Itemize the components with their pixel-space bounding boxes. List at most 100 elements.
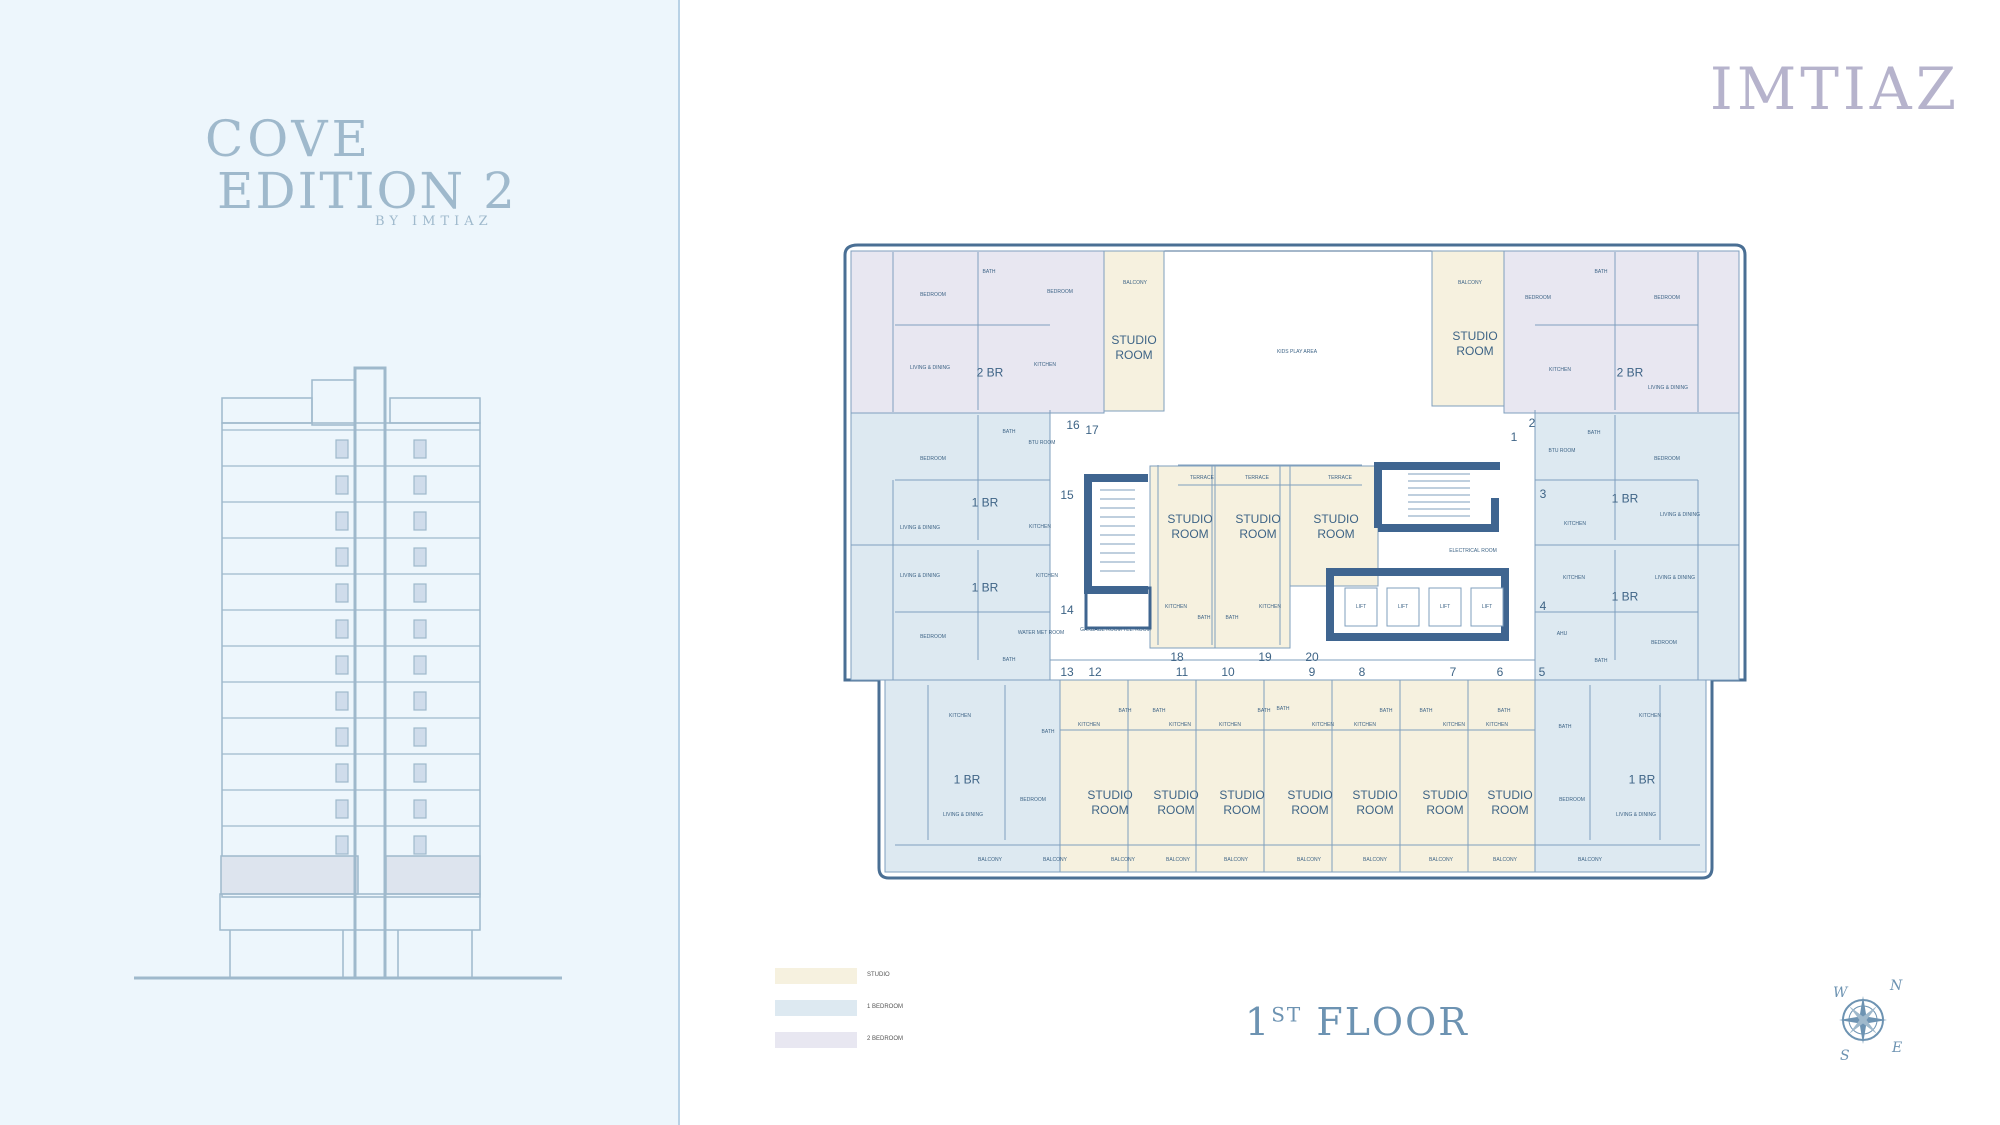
legend-label: STUDIO (867, 972, 890, 978)
floor-word: FLOOR (1316, 1000, 1469, 1044)
unit-label-studio: STUDIO ROOM (1235, 512, 1281, 541)
legend-swatch (775, 1032, 857, 1048)
unit-number-4: 4 (1539, 599, 1547, 613)
logo-line-2: EDITION 2 (217, 162, 517, 220)
room-water-meter: WATER MET ROOM (1017, 630, 1065, 636)
room-living-dining: LIVING & DINING (1659, 512, 1701, 518)
imtiaz-brand-logo: IMTIAZ (1709, 55, 1960, 123)
unit-number-1: 1 (1510, 430, 1518, 444)
compass-n: N (1890, 978, 1903, 994)
legend-label: 2 BEDROOM (867, 1036, 904, 1042)
room-bath: BATH (1002, 429, 1016, 435)
room-bath: BATH (1041, 729, 1055, 735)
room-kitchen: KITCHEN (1078, 722, 1100, 728)
unit-number-7: 7 (1449, 665, 1457, 679)
room-living-dining: LIVING & DINING (899, 573, 941, 579)
room-kids-play: KIDS PLAY AREA (1276, 349, 1318, 355)
room-btu: BTU ROOM (1028, 440, 1056, 446)
room-kitchen: KITCHEN (1563, 575, 1585, 581)
unit-number-17: 17 (1085, 423, 1099, 437)
unit-number-20: 20 (1305, 650, 1319, 664)
room-bath: BATH (1379, 708, 1393, 714)
room-living-dining: LIVING & DINING (899, 525, 941, 531)
room-btu: BTU ROOM (1548, 448, 1576, 454)
room-terrace: TERRACE (1190, 475, 1214, 481)
room-kitchen: KITCHEN (1564, 521, 1586, 527)
room-garbage: GARBAGE ROOM (1080, 627, 1122, 633)
room-bedroom: BEDROOM (1020, 797, 1046, 803)
room-balcony: BALCONY (1458, 280, 1482, 286)
room-bath: BATH (1594, 658, 1608, 664)
room-balcony: BALCONY (1224, 857, 1248, 863)
unit-label-1br: 1 BR (971, 495, 999, 510)
room-kitchen: KITCHEN (1034, 362, 1056, 368)
room-kitchen: KITCHEN (1165, 604, 1187, 610)
room-balcony: BALCONY (1363, 857, 1387, 863)
room-bedroom: BEDROOM (1654, 456, 1680, 462)
room-lift: LIFT (1355, 604, 1367, 610)
room-ahu: AHU (1556, 631, 1568, 637)
room-balcony: BALCONY (1493, 857, 1517, 863)
room-bath: BATH (1118, 708, 1132, 714)
room-bedroom: BEDROOM (1559, 797, 1585, 803)
room-bath: BATH (1497, 708, 1511, 714)
floor-suffix: ST (1271, 1002, 1303, 1027)
unit-number-10: 10 (1221, 665, 1235, 679)
room-balcony: BALCONY (1297, 857, 1321, 863)
room-lift: LIFT (1397, 604, 1409, 610)
unit-number-5: 5 (1538, 665, 1546, 679)
room-balcony: BALCONY (1043, 857, 1067, 863)
room-living-dining: LIVING & DINING (909, 365, 951, 371)
room-kitchen: KITCHEN (1312, 722, 1334, 728)
room-bath: BATH (1558, 724, 1572, 730)
unit-label-studio: STUDIO ROOM (1313, 512, 1359, 541)
room-balcony: BALCONY (1123, 280, 1147, 286)
unit-number-12: 12 (1088, 665, 1102, 679)
room-bath: BATH (1225, 615, 1239, 621)
unit-number-19: 19 (1258, 650, 1272, 664)
room-bath: BATH (1587, 430, 1601, 436)
compass-e: E (1892, 1040, 1903, 1056)
room-kitchen: KITCHEN (1486, 722, 1508, 728)
room-bedroom: BEDROOM (920, 634, 946, 640)
logo-line-3: BY IMTIAZ (375, 214, 493, 229)
room-bath: BATH (1419, 708, 1433, 714)
room-balcony: BALCONY (1578, 857, 1602, 863)
room-living-dining: LIVING & DINING (1647, 385, 1689, 391)
unit-label-studio: STUDIO ROOM (1452, 329, 1498, 358)
unit-label-studio: STUDIO ROOM (1167, 512, 1213, 541)
unit-number-9: 9 (1308, 665, 1316, 679)
unit-label-1br: 1 BR (953, 772, 981, 787)
room-bedroom: BEDROOM (920, 292, 946, 298)
room-bath: BATH (1594, 269, 1608, 275)
unit-number-18: 18 (1170, 650, 1184, 664)
room-bath: BATH (982, 269, 996, 275)
unit-number-16: 16 (1066, 418, 1080, 432)
room-kitchen: KITCHEN (1549, 367, 1571, 373)
unit-number-15: 15 (1060, 488, 1074, 502)
room-living-dining: LIVING & DINING (1654, 575, 1696, 581)
unit-label-studio: STUDIO ROOM (1153, 788, 1199, 817)
room-kitchen: KITCHEN (949, 713, 971, 719)
lift-core-east (1326, 462, 1509, 641)
room-bath: BATH (1152, 708, 1166, 714)
room-electrical: ELECTRICAL ROOM (1449, 548, 1497, 554)
unit-label-studio: STUDIO ROOM (1422, 788, 1468, 817)
room-balcony: BALCONY (1111, 857, 1135, 863)
room-living-dining: LIVING & DINING (1615, 812, 1657, 818)
stair-core-west (1084, 474, 1152, 630)
unit-label-studio: STUDIO ROOM (1219, 788, 1265, 817)
room-kitchen: KITCHEN (1169, 722, 1191, 728)
compass-s: S (1840, 1048, 1850, 1064)
room-bedroom: BEDROOM (920, 456, 946, 462)
room-kitchen: KITCHEN (1443, 722, 1465, 728)
unit-number-6: 6 (1496, 665, 1504, 679)
room-bedroom: BEDROOM (1047, 289, 1073, 295)
room-kitchen: KITCHEN (1259, 604, 1281, 610)
room-bedroom: BEDROOM (1654, 295, 1680, 301)
room-bath: BATH (1276, 706, 1290, 712)
room-kitchen: KITCHEN (1036, 573, 1058, 579)
unit-number-2: 2 (1528, 416, 1536, 430)
legend-label: 1 BEDROOM (867, 1004, 904, 1010)
